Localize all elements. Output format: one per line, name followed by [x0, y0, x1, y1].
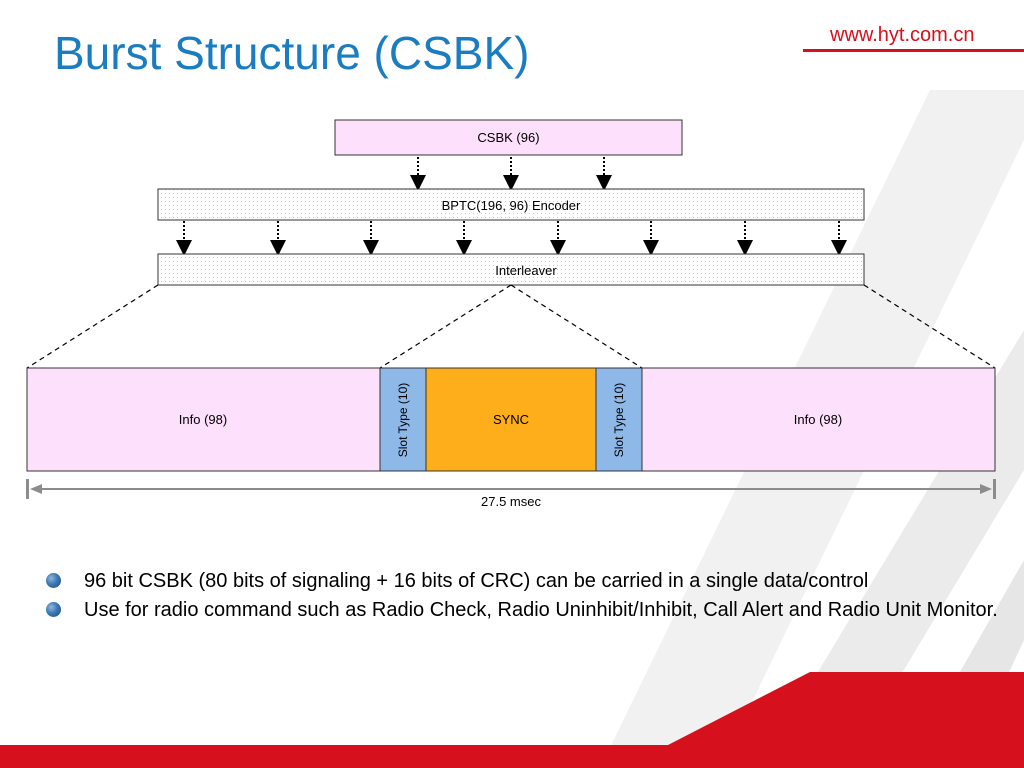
info-left-block — [26, 367, 381, 472]
encoder-box — [157, 188, 865, 221]
sync-block — [425, 367, 597, 472]
slot-type-right-label: Slot Type (10) — [612, 383, 626, 457]
duration-label: 27.5 msec — [481, 494, 541, 509]
brand-underline — [803, 49, 1024, 52]
bullet-icon — [46, 573, 61, 588]
slot-type-left-label: Slot Type (10) — [396, 383, 410, 457]
fanout-line — [379, 284, 512, 369]
encoder-to-interleaver-arrows — [176, 221, 847, 256]
interleaver-fanout-lines — [26, 284, 996, 369]
info-right-label: Info (98) — [794, 412, 842, 427]
info-right-block — [641, 367, 996, 472]
bullet-list: 96 bit CSBK (80 bits of signaling + 16 b… — [46, 569, 1006, 627]
bullet-icon — [46, 602, 61, 617]
dimension-tick-right — [993, 479, 996, 499]
bullet-text: Use for radio command such as Radio Chec… — [84, 599, 998, 621]
info-left-label: Info (98) — [179, 412, 227, 427]
dimension-arrow-right — [980, 484, 992, 494]
bullet-item: Use for radio command such as Radio Chec… — [46, 598, 1006, 623]
csbk-box — [334, 119, 683, 156]
bullet-text: 96 bit CSBK (80 bits of signaling + 16 b… — [84, 570, 869, 592]
interleaver-label: Interleaver — [495, 263, 557, 278]
fanout-line — [510, 284, 643, 369]
slot-type-right-block — [595, 367, 643, 472]
footer-red-band — [0, 672, 1024, 768]
fanout-line — [26, 284, 159, 369]
interleaver-box — [157, 253, 865, 286]
slide-title: Burst Structure (CSBK) — [54, 27, 530, 79]
fanout-line — [863, 284, 996, 369]
csbk-to-encoder-arrows — [410, 157, 612, 191]
csbk-label: CSBK (96) — [477, 130, 539, 145]
duration-dimension — [26, 479, 996, 499]
sync-label: SYNC — [493, 412, 529, 427]
bullet-item: 96 bit CSBK (80 bits of signaling + 16 b… — [46, 569, 1006, 594]
dimension-arrow-left — [30, 484, 42, 494]
dimension-tick-left — [26, 479, 29, 499]
encoder-label: BPTC(196, 96) Encoder — [442, 198, 581, 213]
brand-url: www.hyt.com.cn — [830, 24, 975, 46]
